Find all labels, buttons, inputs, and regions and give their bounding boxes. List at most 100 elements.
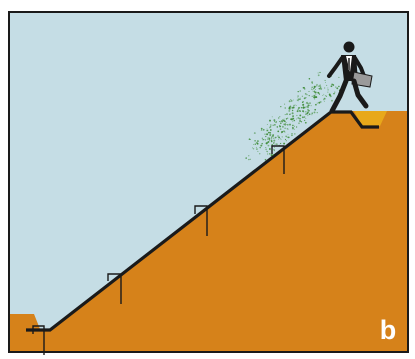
seed-dot [305, 97, 306, 98]
seed-dot [248, 159, 249, 160]
seed-dot [314, 111, 316, 113]
seed-dot [307, 106, 309, 108]
seed-dot [293, 107, 295, 109]
seed-dot [274, 150, 275, 151]
seed-dot [255, 144, 256, 145]
seed-dot [322, 95, 323, 96]
seed-dot [314, 86, 316, 88]
seed-dot [317, 112, 318, 113]
seed-dot [311, 112, 312, 113]
seed-dot [300, 99, 301, 100]
seed-dot [335, 87, 336, 88]
seed-dot [274, 147, 275, 148]
seed-dot [296, 115, 297, 116]
seed-dot [298, 98, 300, 100]
seed-dot [318, 93, 320, 95]
seed-dot [287, 118, 288, 119]
seed-dot [272, 117, 273, 118]
seed-dot [265, 149, 267, 151]
seed-dot [290, 99, 291, 100]
seed-dot [284, 127, 286, 129]
seed-dot [297, 110, 298, 111]
seed-dot [284, 104, 285, 105]
seed-dot [313, 91, 314, 92]
seed-dot [288, 136, 290, 138]
seed-dot [315, 96, 317, 98]
seed-dot [309, 95, 310, 96]
seed-dot [294, 133, 296, 135]
seed-dot [269, 127, 270, 128]
seed-dot [303, 101, 304, 102]
seed-dot [269, 153, 270, 154]
seed-dot [325, 82, 326, 83]
seed-dot [302, 116, 304, 118]
seed-dot [294, 129, 295, 130]
seed-dot [271, 136, 272, 137]
seed-dot [334, 92, 335, 93]
seed-dot [318, 73, 319, 74]
seed-dot [314, 91, 316, 93]
seed-dot [289, 114, 291, 116]
seed-dot [284, 119, 285, 120]
seed-dot [297, 100, 298, 101]
seed-dot [284, 121, 286, 123]
seed-dot [298, 107, 300, 109]
seed-dot [311, 87, 313, 89]
seed-dot [273, 119, 275, 121]
seed-dot [301, 107, 302, 108]
seed-dot [299, 120, 301, 122]
seed-dot [305, 106, 306, 107]
seed-dot [325, 95, 326, 96]
seed-dot [272, 134, 274, 136]
seed-dot [324, 98, 326, 100]
seed-dot [320, 86, 321, 87]
seed-dot [270, 129, 272, 131]
seed-dot [264, 134, 265, 135]
seed-dot [319, 88, 321, 90]
seed-dot [262, 138, 263, 139]
seed-dot [305, 111, 306, 112]
seed-dot [299, 114, 301, 116]
seed-dot [300, 90, 301, 91]
seed-dot [273, 154, 274, 155]
seed-dot [311, 114, 312, 115]
seed-dot [317, 103, 318, 104]
seed-dot [284, 132, 285, 133]
seed-dot [298, 91, 299, 92]
seed-dot [307, 109, 309, 111]
seed-dot [261, 129, 262, 130]
seed-dot [327, 92, 328, 93]
seed-dot [268, 132, 270, 134]
seed-dot [324, 101, 325, 102]
seed-dot [278, 117, 279, 118]
seed-dot [279, 116, 280, 117]
seed-dot [278, 139, 279, 140]
seed-dot [259, 153, 260, 154]
seed-dot [315, 104, 317, 106]
seed-dot [305, 118, 306, 119]
seed-dot [267, 124, 268, 125]
seed-dot [324, 87, 325, 88]
seed-dot [273, 143, 274, 144]
seed-dot [276, 143, 278, 145]
seed-dot [280, 128, 282, 130]
seed-dot [269, 148, 271, 150]
seed-dot [305, 93, 307, 95]
seed-dot [302, 96, 303, 97]
seed-dot [292, 112, 294, 114]
seed-dot [268, 141, 270, 143]
seed-dot [315, 94, 316, 95]
seed-dot [265, 159, 267, 161]
seed-dot [291, 119, 293, 121]
seed-dot [263, 129, 265, 131]
seed-dot [304, 116, 306, 118]
seed-dot [293, 118, 295, 120]
seed-dot [299, 110, 301, 112]
seed-dot [261, 128, 263, 130]
seed-dot [304, 120, 305, 121]
seed-dot [306, 94, 307, 95]
seed-dot [280, 123, 282, 125]
seed-dot [286, 118, 287, 119]
seed-dot [260, 145, 262, 147]
